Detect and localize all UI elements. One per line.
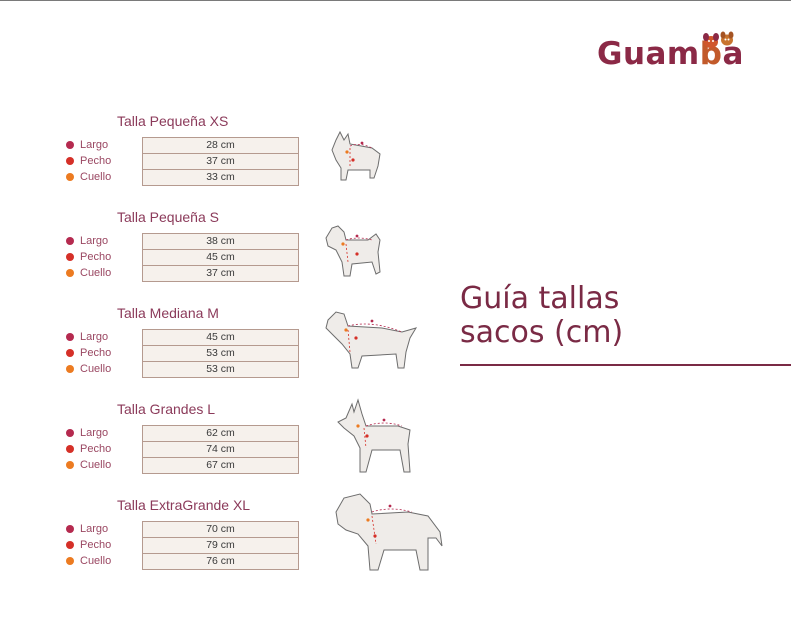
measure-label: Largo [80, 523, 109, 535]
table-cell: 74 cm [142, 442, 299, 458]
largo-dot-icon [66, 525, 74, 533]
setter-dog-icon [325, 311, 418, 369]
table-cell: 62 cm [142, 426, 299, 442]
largo-dot-icon [66, 429, 74, 437]
measure-label: Cuello [80, 363, 112, 375]
size-title: Talla Pequeña S [117, 209, 219, 225]
dog-mascot-icon [703, 31, 734, 48]
size-title: Talla Pequeña XS [117, 113, 229, 129]
measure-label: Cuello [80, 267, 112, 279]
measure-table: 28 cm 37 cm 33 cm [142, 137, 299, 186]
largo-dot-icon [66, 141, 74, 149]
measure-label: Cuello [80, 555, 112, 567]
size-title: Talla Mediana M [117, 305, 219, 321]
measure-table: 62 cm 74 cm 67 cm [142, 425, 299, 474]
table-cell: 45 cm [142, 250, 299, 266]
top-border-line [0, 0, 791, 1]
size-block-s: Talla Pequeña S Largo Pecho Cuello 38 cm… [60, 209, 460, 295]
largo-dot-icon [66, 333, 74, 341]
pecho-dot-icon [66, 349, 74, 357]
measure-labels: Largo Pecho Cuello [66, 521, 144, 569]
table-cell: 53 cm [142, 346, 299, 362]
largo-dot-icon [66, 237, 74, 245]
measure-labels: Largo Pecho Cuello [66, 137, 144, 185]
measure-table: 70 cm 79 cm 76 cm [142, 521, 299, 570]
table-cell: 53 cm [142, 362, 299, 378]
measure-label: Largo [80, 427, 109, 439]
measure-table: 45 cm 53 cm 53 cm [142, 329, 299, 378]
guide-title: Guía tallas sacos (cm) [460, 281, 624, 350]
measure-label: Largo [80, 331, 109, 343]
cuello-dot-icon [66, 269, 74, 277]
table-cell: 67 cm [142, 458, 299, 474]
measure-label: Pecho [80, 347, 112, 359]
size-title: Talla ExtraGrande XL [117, 497, 251, 513]
measure-label: Largo [80, 235, 109, 247]
table-cell: 33 cm [142, 170, 299, 186]
size-block-l: Talla Grandes L Largo Pecho Cuello 62 cm… [60, 401, 460, 487]
doberman-dog-icon [337, 398, 411, 473]
measure-label: Pecho [80, 251, 112, 263]
cuello-dot-icon [66, 173, 74, 181]
size-block-m: Talla Mediana M Largo Pecho Cuello 45 cm… [60, 305, 460, 391]
table-cell: 38 cm [142, 234, 299, 250]
measure-table: 38 cm 45 cm 37 cm [142, 233, 299, 282]
cuello-dot-icon [66, 365, 74, 373]
measure-label: Largo [80, 139, 109, 151]
measure-label: Cuello [80, 459, 112, 471]
title-divider [460, 364, 791, 366]
cuello-dot-icon [66, 461, 74, 469]
measure-label: Pecho [80, 443, 112, 455]
table-cell: 37 cm [142, 266, 299, 282]
schnauzer-dog-icon [325, 225, 381, 277]
brand-logo: Guamba [597, 30, 767, 78]
size-title: Talla Grandes L [117, 401, 216, 417]
table-cell: 79 cm [142, 538, 299, 554]
measure-label: Cuello [80, 171, 112, 183]
table-cell: 37 cm [142, 154, 299, 170]
table-cell: 76 cm [142, 554, 299, 570]
table-cell: 28 cm [142, 138, 299, 154]
mastiff-dog-icon [335, 493, 443, 571]
table-cell: 70 cm [142, 522, 299, 538]
cuello-dot-icon [66, 557, 74, 565]
pecho-dot-icon [66, 157, 74, 165]
table-cell: 45 cm [142, 330, 299, 346]
pecho-dot-icon [66, 445, 74, 453]
pecho-dot-icon [66, 253, 74, 261]
measure-labels: Largo Pecho Cuello [66, 329, 144, 377]
measure-label: Pecho [80, 155, 112, 167]
small-terrier-dog-icon [331, 130, 381, 181]
measure-labels: Largo Pecho Cuello [66, 233, 144, 281]
pecho-dot-icon [66, 541, 74, 549]
size-block-xs: Talla Pequeña XS Largo Pecho Cuello 28 c… [60, 113, 460, 199]
size-block-xl: Talla ExtraGrande XL Largo Pecho Cuello … [60, 497, 460, 583]
measure-labels: Largo Pecho Cuello [66, 425, 144, 473]
measure-label: Pecho [80, 539, 112, 551]
